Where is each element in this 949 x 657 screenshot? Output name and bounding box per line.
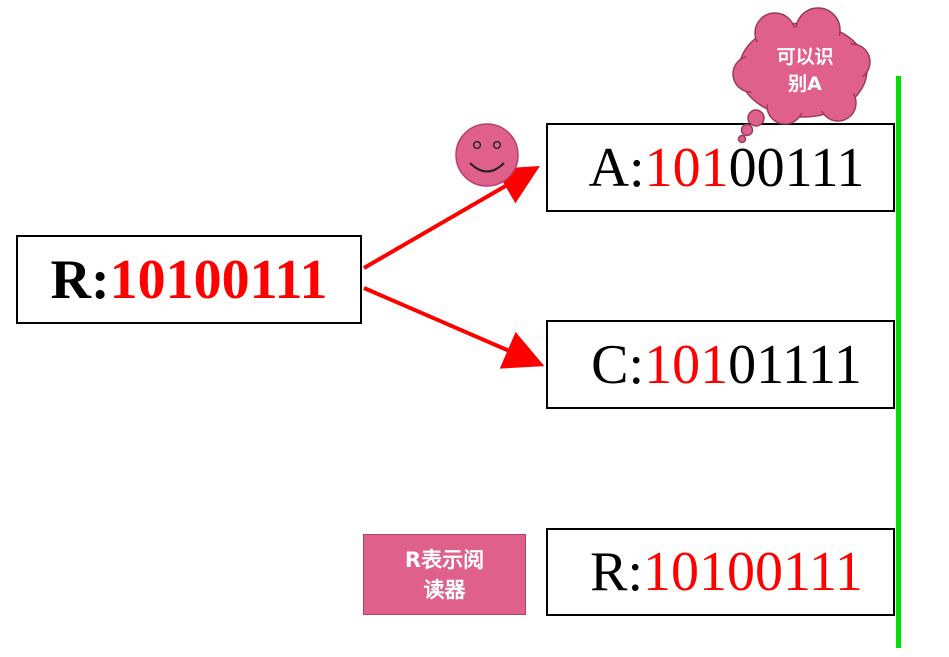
reader-code: 10100111 [109,248,328,311]
thought-text: 可以识 别A [760,44,850,98]
thought-line-1: 可以识 [776,46,834,68]
reader-label: R: [50,248,110,311]
tag-a-rest: 00111 [728,136,865,199]
tag-c-match: 101 [644,333,729,396]
tag-r-label: R: [590,541,644,603]
legend-line-1: R表示阅 [404,547,485,572]
tag-r-code: 10100111 [643,541,863,603]
legend-box: R表示阅 读器 [363,534,526,615]
thought-cloud-icon [732,7,871,144]
legend-line-2: 读器 [423,577,466,602]
tag-c-label: C: [591,333,645,396]
arrow-to-tag-a [362,165,540,270]
arrow-to-tag-c [363,286,545,369]
tag-r-box: R:10100111 [546,528,895,616]
tag-a-match: 101 [644,136,729,199]
reader-box: R:10100111 [16,235,362,324]
tag-a-label: A: [588,136,645,199]
thought-line-2: 别A [788,73,822,95]
tag-c-rest: 01111 [728,333,862,396]
boundary-line [896,76,901,648]
smiley-face-icon [455,123,519,187]
